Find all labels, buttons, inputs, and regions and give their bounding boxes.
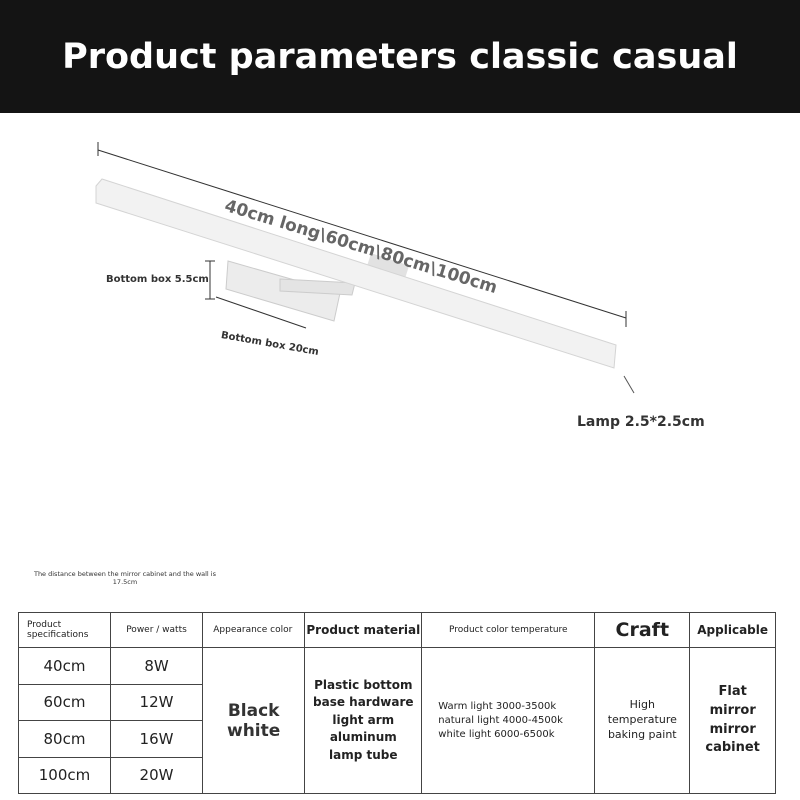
header-craft: Craft	[594, 612, 691, 648]
temperature-cell: Warm light 3000-3500k natural light 4000…	[421, 647, 596, 794]
distance-note-line1: The distance between the mirror cabinet …	[33, 570, 217, 578]
box-height-line	[205, 260, 215, 300]
power-cell: 20W	[110, 756, 203, 794]
distance-note: The distance between the mirror cabinet …	[20, 570, 230, 586]
title-banner: Product parameters classic casual	[0, 0, 800, 113]
power-cell: 12W	[110, 683, 203, 721]
box-height-label: Bottom box 5.5cm	[106, 274, 209, 285]
header-applicable: Applicable	[689, 612, 776, 648]
spec-table: Product specifications Power / watts App…	[18, 612, 776, 794]
size-cell: 40cm	[18, 647, 111, 685]
distance-note-line2: 17.5cm	[112, 578, 138, 586]
header-temperature: Product color temperature	[421, 612, 596, 648]
header-color: Appearance color	[201, 612, 306, 648]
table-header-row: Product specifications Power / watts App…	[18, 612, 776, 648]
lamp-tube	[95, 178, 617, 369]
hinge	[366, 253, 410, 279]
size-cell: 60cm	[18, 683, 111, 721]
table-row: 40cm 8W Black white Plastic bottom base …	[18, 647, 776, 794]
temp-natural: natural light 4000-4500k	[438, 714, 563, 726]
size-cell: 100cm	[18, 756, 111, 794]
color-cell: Black white	[201, 647, 306, 794]
power-cell: 16W	[110, 720, 203, 758]
material-cell: Plastic bottom base hardware light arm a…	[304, 647, 423, 794]
lamp-illustration	[95, 142, 635, 394]
size-cell: 80cm	[18, 720, 111, 758]
header-spec: Product specifications	[18, 612, 111, 648]
header-material: Product material	[304, 612, 423, 648]
power-cell: 8W	[110, 647, 203, 685]
temp-white: white light 6000-6500k	[438, 728, 555, 740]
lamp-arm	[279, 278, 356, 296]
lamp-size-label: Lamp 2.5*2.5cm	[577, 414, 705, 430]
temp-warm: Warm light 3000-3500k	[438, 700, 557, 712]
applicable-cell: Flat mirror mirror cabinet	[689, 647, 776, 794]
box-width-line	[215, 296, 307, 329]
length-dimension-line	[97, 142, 627, 327]
page-title: Product parameters classic casual	[62, 36, 738, 77]
craft-cell: High temperature baking paint	[594, 647, 691, 794]
header-power: Power / watts	[110, 612, 203, 648]
